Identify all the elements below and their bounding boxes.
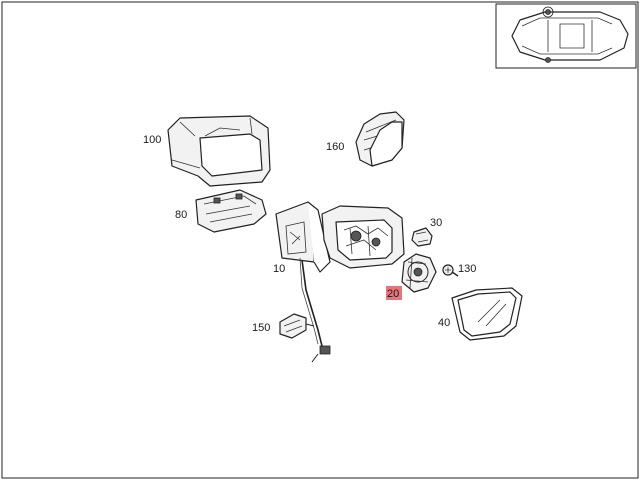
inset-frame	[495, 3, 637, 69]
callout-20-highlight	[386, 286, 402, 300]
part-40-mirror-glass[interactable]	[451, 287, 523, 341]
callout-40: 40	[438, 317, 450, 329]
mirror-main-frame[interactable]	[321, 205, 405, 269]
callout-80: 80	[175, 209, 187, 221]
part-130-screw[interactable]	[442, 264, 459, 277]
callout-30: 30	[430, 217, 442, 229]
part-160-cover-piece[interactable]	[355, 111, 405, 167]
callout-10: 10	[273, 263, 285, 275]
car-top-view-icon	[511, 6, 629, 63]
callout-160: 160	[326, 141, 344, 153]
part-100-housing-cover[interactable]	[167, 115, 271, 187]
part-30-bulb[interactable]	[411, 227, 433, 247]
part-10-mirror-base[interactable]	[275, 201, 331, 363]
callout-150: 150	[252, 322, 270, 334]
part-150-connector[interactable]	[279, 313, 315, 339]
callout-20[interactable]: 20	[387, 288, 399, 300]
vehicle-locator-inset	[495, 3, 637, 69]
callout-130: 130	[458, 263, 476, 275]
part-80-lower-trim[interactable]	[195, 189, 267, 233]
part-20-adjustment-motor[interactable]	[401, 253, 437, 293]
callout-100: 100	[143, 134, 161, 146]
cable-connector	[319, 345, 331, 355]
